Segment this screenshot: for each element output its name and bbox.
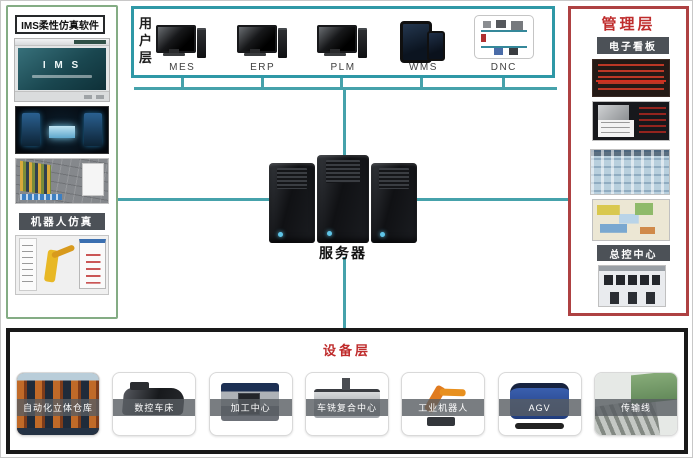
pc-tower-icon <box>197 28 207 58</box>
led-board-thumbnail <box>592 59 670 97</box>
equipment-label: 自动化立体仓库 <box>17 399 99 416</box>
equipment-card-turnmill: 车铣复合中心 <box>304 372 389 436</box>
server-right-link-line <box>407 198 577 201</box>
tree-panel-graphic <box>18 238 38 291</box>
ims-player-screenshot: I M S <box>14 38 110 102</box>
simulation-panel: IMS柔性仿真软件 I M S 机器人仿真 <box>6 5 118 319</box>
control-room-thumbnail <box>598 265 666 307</box>
toolbar-graphic <box>19 194 62 201</box>
equipment-card-robot: 工业机器人 <box>401 372 486 436</box>
server-label: 服务器 <box>319 245 367 261</box>
industrial-robot-image <box>402 373 484 435</box>
bus-to-server-line <box>343 89 346 158</box>
device-mes: MES <box>142 11 222 76</box>
management-layer-title: 管理层 <box>601 16 656 33</box>
server-tower-left <box>269 163 315 243</box>
monitor-icon <box>236 25 277 53</box>
led-divider <box>596 79 666 82</box>
server-to-device-line <box>343 257 346 336</box>
equipment-card-warehouse: 自动化立体仓库 <box>16 372 100 436</box>
robot-sim-screenshot <box>15 235 109 295</box>
device-label-erp: ERP <box>250 62 276 73</box>
side-panel-graphic <box>82 162 105 196</box>
server-tower-center <box>317 155 369 243</box>
equipment-label: 传输线 <box>594 399 677 416</box>
device-layer-panel: 设备层 自动化立体仓库 数控车床 加工中心 车铣复合中心 工业机器人 <box>6 328 688 454</box>
chairs-row <box>605 291 659 304</box>
server-tower-right <box>371 163 417 243</box>
ims-software-label: IMS柔性仿真软件 <box>15 15 105 34</box>
device-dnc: DNC <box>464 11 544 76</box>
led-text-rows <box>598 63 664 92</box>
left-tower-graphic <box>21 112 40 146</box>
equipment-row: 自动化立体仓库 数控车床 加工中心 车铣复合中心 工业机器人 AGV <box>16 372 678 436</box>
ims-3d-screenshot <box>15 106 109 154</box>
server-left-link-line <box>114 198 271 201</box>
equipment-card-machining-center: 加工中心 <box>208 372 293 436</box>
equipment-card-conveyor: 传输线 <box>593 372 678 436</box>
cnc-lathe-image <box>113 373 195 435</box>
user-layer-title-char: 户 <box>139 33 153 48</box>
dnc-network-diagram-icon <box>473 15 534 59</box>
monitor-wall <box>604 274 660 286</box>
layout-map-thumbnail <box>592 199 670 241</box>
equipment-label: 加工中心 <box>209 399 292 416</box>
flowchart-block <box>597 120 635 137</box>
user-layer-title: 用 户 层 <box>139 15 152 66</box>
tablet-icon <box>400 21 433 63</box>
device-label-mes: MES <box>169 62 196 73</box>
user-layer-bus-line <box>134 87 557 90</box>
pc-tower-icon <box>277 28 287 58</box>
desktop-computer-icon <box>236 25 289 59</box>
device-label-dnc: DNC <box>490 62 517 73</box>
equipment-label: AGV <box>498 399 581 416</box>
photo-block <box>597 105 630 121</box>
factory-floor-thumbnail <box>590 149 670 195</box>
phone-icon <box>427 31 446 61</box>
device-erp: ERP <box>222 11 302 76</box>
device-label-plm: PLM <box>330 62 356 73</box>
user-layer-title-char: 用 <box>139 16 153 31</box>
management-panel: 管理层 电子看板 总控中心 <box>568 6 689 316</box>
right-tower-graphic <box>84 112 103 146</box>
center-screen-graphic <box>49 126 75 139</box>
dialog-panel-graphic <box>78 239 107 290</box>
desktop-computer-icon <box>156 25 208 59</box>
device-layer-title: 设备层 <box>318 340 376 359</box>
device-row: MES ERP PLM <box>142 11 544 73</box>
robot-sim-label: 机器人仿真 <box>19 213 105 230</box>
factory-sim-screenshot <box>15 158 109 204</box>
robot-arm-graphic <box>44 249 60 283</box>
equipment-label: 工业机器人 <box>402 399 485 416</box>
kanban-label: 电子看板 <box>597 37 669 54</box>
pc-tower-icon <box>358 28 368 58</box>
dashboard-thumbnail <box>592 101 670 141</box>
device-plm: PLM <box>303 11 383 76</box>
window-titlebar <box>15 39 109 46</box>
equipment-card-agv: AGV <box>497 372 582 436</box>
device-label-wms: WMS <box>408 62 438 73</box>
equipment-card-lathe: 数控车床 <box>112 372 197 436</box>
server-group: 服务器 <box>269 155 417 261</box>
user-layer-panel: 用 户 层 MES ERP <box>131 6 555 78</box>
mobile-devices-icon <box>397 21 449 63</box>
rack-graphic <box>19 161 51 196</box>
desktop-computer-icon <box>317 25 369 59</box>
ims-splash-screen: I M S <box>18 48 106 90</box>
equipment-label: 车铣复合中心 <box>305 399 388 416</box>
device-wms: WMS <box>383 11 463 76</box>
monitor-icon <box>156 25 197 53</box>
user-layer-title-char: 层 <box>139 50 153 65</box>
control-center-label: 总控中心 <box>597 245 670 261</box>
equipment-label: 数控车床 <box>113 399 196 416</box>
ims-splash-title: I M S <box>42 60 82 71</box>
player-controls <box>15 91 109 101</box>
